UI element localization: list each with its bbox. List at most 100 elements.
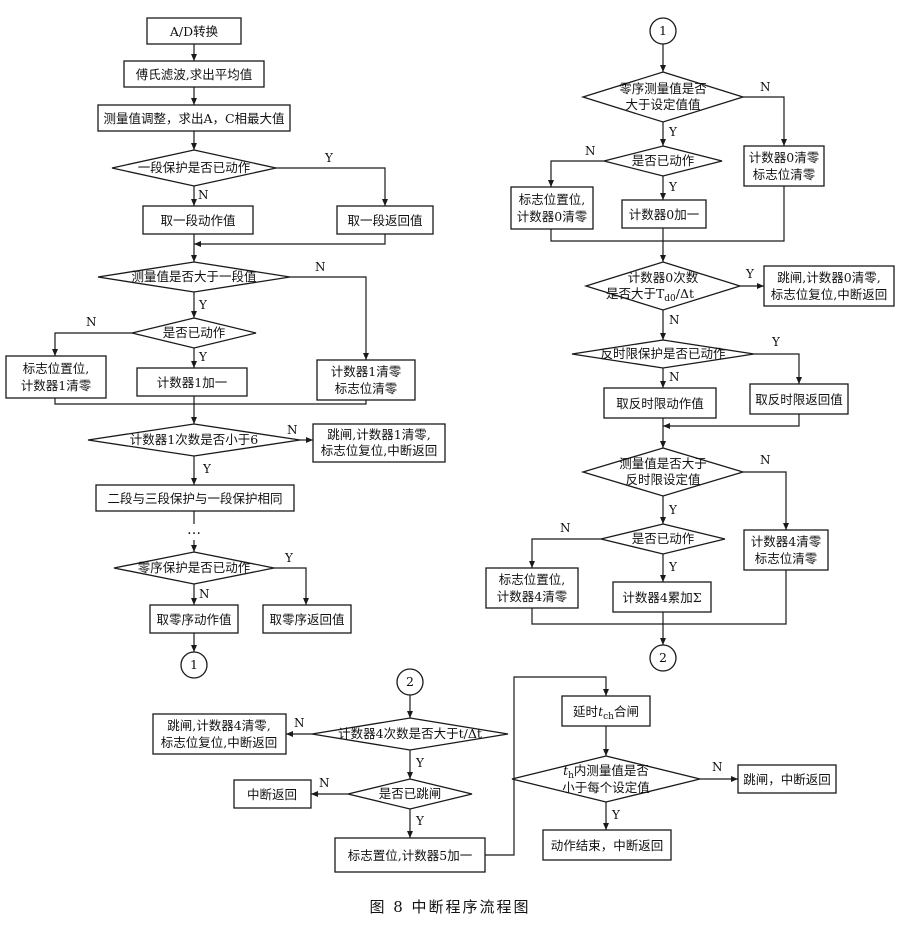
flag-set-r2-line2: 计数器4清零 (497, 589, 568, 604)
inverse-above-line1: 测量值是否大于 (619, 456, 707, 471)
label-n: N (560, 521, 571, 535)
counter4-clear-box (743, 529, 829, 571)
zero-seq-above-line1: 零序测量值是否 (619, 81, 707, 96)
label-y: Y (668, 503, 678, 517)
delay-close-box (561, 695, 651, 727)
acted-label-r2: 是否已动作 (632, 531, 695, 546)
delay-close-label: 延时tch合闸 (573, 704, 639, 722)
continuation-ellipsis: … (187, 522, 201, 538)
label-n: N (198, 188, 209, 202)
label-n: N (669, 313, 680, 327)
counter0-gt-line2: 是否大于Td0/Δt (606, 286, 694, 304)
label-y: Y (771, 335, 781, 349)
stage23-label: 二段与三段保护与一段保护相同 (107, 491, 282, 506)
counter0-inc-label: 计数器0加一 (629, 207, 699, 222)
counter0-clear-box (743, 145, 825, 187)
interrupt-return-box-1 (233, 779, 312, 809)
zero-seq-ret-label: 取零序返回值 (269, 612, 344, 627)
label-y: Y (668, 560, 678, 574)
counter1-clear-line2: 标志位清零 (335, 381, 398, 396)
label-n: N (199, 587, 210, 601)
label-y: Y (611, 808, 621, 822)
flag-set-line1: 标志位置位, (23, 361, 89, 376)
ad-conversion-label: A/D转换 (169, 24, 219, 39)
fourier-filter-label: 傅氏滤波,求出平均值 (136, 67, 252, 82)
measure-adjust-box (97, 104, 291, 132)
label-y: Y (415, 814, 425, 828)
counter1-inc-box (136, 367, 248, 397)
above-stage1-label: 测量值是否大于一段值 (131, 269, 256, 284)
label-n: N (585, 144, 596, 158)
inverse-acted-label: 反时限保护是否已动作 (600, 346, 726, 361)
label-y: Y (284, 551, 294, 565)
label-y: Y (198, 298, 208, 312)
connector-1-out-label: 1 (190, 657, 198, 672)
action-end-label: 动作结束，中断返回 (551, 838, 664, 853)
flag-set-r1-line2: 计数器0清零 (517, 209, 588, 224)
counter4-acc-label: 计数器4累加Σ (622, 590, 701, 605)
zero-seq-ret-box (262, 604, 352, 634)
zero-seq-act-label: 取零序动作值 (156, 612, 231, 627)
zero-seq-acted-label: 零序保护是否已动作 (138, 560, 251, 575)
label-n: N (669, 370, 680, 384)
inverse-act-box (603, 387, 717, 419)
label-y: Y (668, 180, 678, 194)
within-th-line1: th内测量值是否 (563, 763, 649, 781)
label-n: N (712, 760, 723, 774)
take-stage1-ret-label: 取一段返回值 (347, 213, 422, 228)
label-n: N (760, 80, 771, 94)
label-y: Y (198, 350, 208, 364)
action-end-box (542, 829, 672, 861)
counter1-clear-line1: 计数器1清零 (331, 364, 402, 379)
flag-set-box-r1 (510, 186, 594, 230)
label-n: N (760, 453, 771, 467)
acted-label-1: 是否已动作 (163, 325, 226, 340)
trip-counter4-line2: 标志位复位,中断返回 (161, 735, 277, 750)
stage23-box (95, 484, 295, 512)
within-th-line2: 小于每个设定值 (562, 780, 650, 795)
label-y: Y (202, 462, 212, 476)
counter0-gt-line1: 计数器0次数 (628, 270, 699, 285)
inverse-above-line2: 反时限设定值 (625, 472, 700, 487)
inverse-ret-label: 取反时限返回值 (755, 392, 843, 407)
counter0-inc-box (621, 199, 707, 229)
trip-return-box (737, 764, 837, 794)
ad-conversion-box (146, 17, 242, 45)
flag-set-box-1 (5, 355, 107, 399)
label-y: Y (324, 151, 334, 165)
flag-set-r1-line1: 标志位置位, (519, 192, 585, 207)
connector-2-in-label: 2 (406, 674, 414, 689)
label-y: Y (668, 125, 678, 139)
flag-counter5-label: 标志置位,计数器5加一 (348, 848, 472, 863)
counter4-acc-box (612, 581, 712, 613)
label-n: N (315, 260, 326, 274)
counter4-gt-label: 计数器4次数是否大于t/Δt (338, 726, 482, 741)
right-flow: 1 零序测量值是否 大于设定值值 N Y 是否已动作 N Y 标志位置位, 计数… (485, 17, 895, 672)
connector-1-out (180, 651, 208, 679)
figure-caption: 图 8 中断程序流程图 (369, 898, 530, 916)
acted-label-r1: 是否已动作 (632, 153, 695, 168)
tripped-label: 是否已跳闸 (379, 786, 442, 801)
counter0-clear-line2: 标志位清零 (753, 167, 816, 182)
take-stage1-act-box (142, 205, 254, 235)
connector-1-in-label: 1 (659, 23, 667, 38)
trip-counter0-line2: 标志位复位,中断返回 (771, 287, 887, 302)
interrupt-return-label-1: 中断返回 (247, 787, 297, 802)
counter1-clear-box (316, 359, 416, 401)
flag-set-r2-line1: 标志位置位, (499, 572, 565, 587)
counter4-clear-line2: 标志位清零 (755, 551, 818, 566)
counter0-clear-line1: 计数器0清零 (749, 150, 820, 165)
connector-2-out (649, 644, 677, 672)
fourier-filter-box (123, 60, 265, 88)
label-n: N (319, 776, 330, 790)
take-stage1-act-label: 取一段动作值 (160, 213, 235, 228)
label-n: N (294, 716, 305, 730)
trip-return-label: 跳闸，中断返回 (743, 772, 831, 787)
zero-seq-act-box (149, 604, 239, 634)
left-flow: A/D转换 傅氏滤波,求出平均值 测量值调整，求出A，C相最大值 一段保护是否已… (5, 17, 446, 679)
connector-2-out-label: 2 (659, 650, 667, 665)
bottom-flow: 2 计数器4次数是否大于t/Δt N 跳闸,计数器4清零, 标志位复位,中断返回… (152, 668, 837, 873)
counter4-clear-line1: 计数器4清零 (751, 534, 822, 549)
trip-counter4-line1: 跳闸,计数器4清零, (167, 718, 270, 733)
counter1-lt6-label: 计数器1次数是否小于6 (130, 432, 258, 447)
